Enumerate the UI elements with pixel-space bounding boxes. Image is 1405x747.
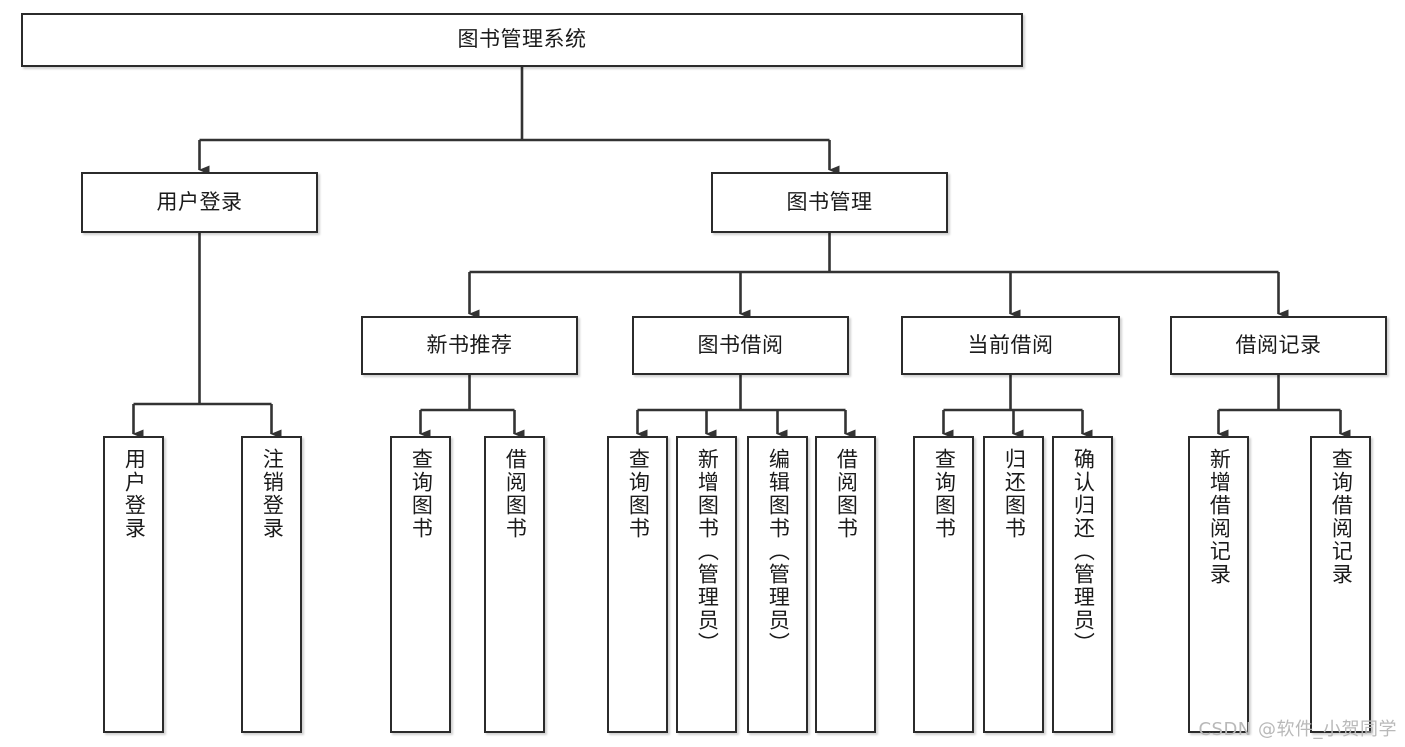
node-user-logout-leaf[interactable]: 注销登录 [241,436,302,733]
node-book-management[interactable]: 图书管理 [711,172,948,233]
node-root[interactable]: 图书管理系统 [21,13,1023,67]
node-label-query-borrow-record: 查询借阅记录 [1329,448,1354,586]
node-label-add-book-admin: 新增图书（管理员） [695,448,720,655]
node-label-book-borrow: 图书借阅 [697,332,784,357]
node-label-borrow-book-1: 借阅图书 [503,448,528,540]
node-current-borrow[interactable]: 当前借阅 [901,316,1120,375]
node-label-new-book-recommend: 新书推荐 [426,332,513,357]
node-label-edit-book-admin: 编辑图书（管理员） [766,448,791,655]
node-user-login-leaf[interactable]: 用户登录 [103,436,164,733]
node-label-confirm-return-admin: 确认归还（管理员） [1071,448,1096,655]
node-borrow-record[interactable]: 借阅记录 [1170,316,1387,375]
node-label-borrow-book-2: 借阅图书 [834,448,859,540]
node-label-book-management: 图书管理 [786,189,873,214]
node-borrow-book-2[interactable]: 借阅图书 [815,436,876,733]
node-query-book-2[interactable]: 查询图书 [607,436,668,733]
node-return-book[interactable]: 归还图书 [983,436,1044,733]
node-label-query-book-1: 查询图书 [409,448,434,540]
node-book-borrow[interactable]: 图书借阅 [632,316,849,375]
node-label-query-book-3: 查询图书 [932,448,957,540]
node-add-book-admin[interactable]: 新增图书（管理员） [676,436,737,733]
node-label-add-borrow-record: 新增借阅记录 [1207,448,1232,586]
node-borrow-book-1[interactable]: 借阅图书 [484,436,545,733]
node-query-book-1[interactable]: 查询图书 [390,436,451,733]
node-label-root: 图书管理系统 [457,27,587,52]
node-label-query-book-2: 查询图书 [626,448,651,540]
node-label-current-borrow: 当前借阅 [967,332,1054,357]
node-label-user-login-leaf: 用户登录 [122,448,147,540]
node-label-user-login: 用户登录 [156,189,243,214]
node-confirm-return-admin[interactable]: 确认归还（管理员） [1052,436,1113,733]
node-query-borrow-record[interactable]: 查询借阅记录 [1310,436,1371,733]
node-label-borrow-record: 借阅记录 [1235,332,1322,357]
node-query-book-3[interactable]: 查询图书 [913,436,974,733]
node-add-borrow-record[interactable]: 新增借阅记录 [1188,436,1249,733]
node-user-login[interactable]: 用户登录 [81,172,318,233]
connector-lines [132,67,1351,439]
node-label-return-book: 归还图书 [1002,448,1027,540]
node-new-book-recommend[interactable]: 新书推荐 [361,316,578,375]
node-edit-book-admin[interactable]: 编辑图书（管理员） [747,436,808,733]
node-label-user-logout-leaf: 注销登录 [260,448,285,540]
